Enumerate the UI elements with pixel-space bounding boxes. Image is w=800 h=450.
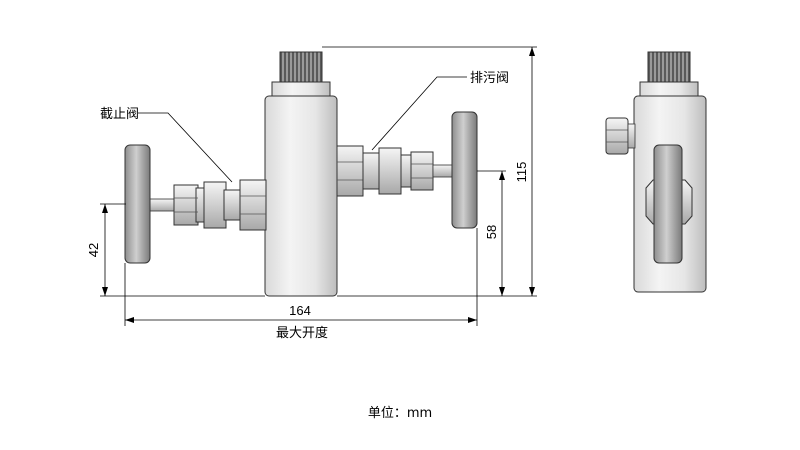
leader-lines <box>138 76 467 183</box>
drain-valve-assembly <box>336 145 454 197</box>
dimension-height-right: 58 <box>484 225 499 239</box>
front-view <box>124 51 478 297</box>
dimension-lines <box>100 46 537 326</box>
right-handwheel <box>451 111 478 229</box>
drain-valve-label: 排污阀 <box>470 71 509 86</box>
dimension-width: 164 <box>289 303 311 318</box>
stop-valve-assembly <box>149 179 267 231</box>
valve-body-front <box>264 95 338 297</box>
top-thread-front <box>271 51 331 98</box>
dimension-height-left: 42 <box>86 243 101 257</box>
max-opening-label: 最大开度 <box>276 325 328 341</box>
left-handwheel <box>124 144 151 264</box>
stop-valve-label: 截止阀 <box>100 107 139 122</box>
side-port-nut <box>605 117 636 155</box>
side-handwheel <box>653 144 683 264</box>
side-view <box>605 51 707 293</box>
dimension-height-total: 115 <box>514 162 529 183</box>
units-note: 单位：mm <box>367 406 433 421</box>
